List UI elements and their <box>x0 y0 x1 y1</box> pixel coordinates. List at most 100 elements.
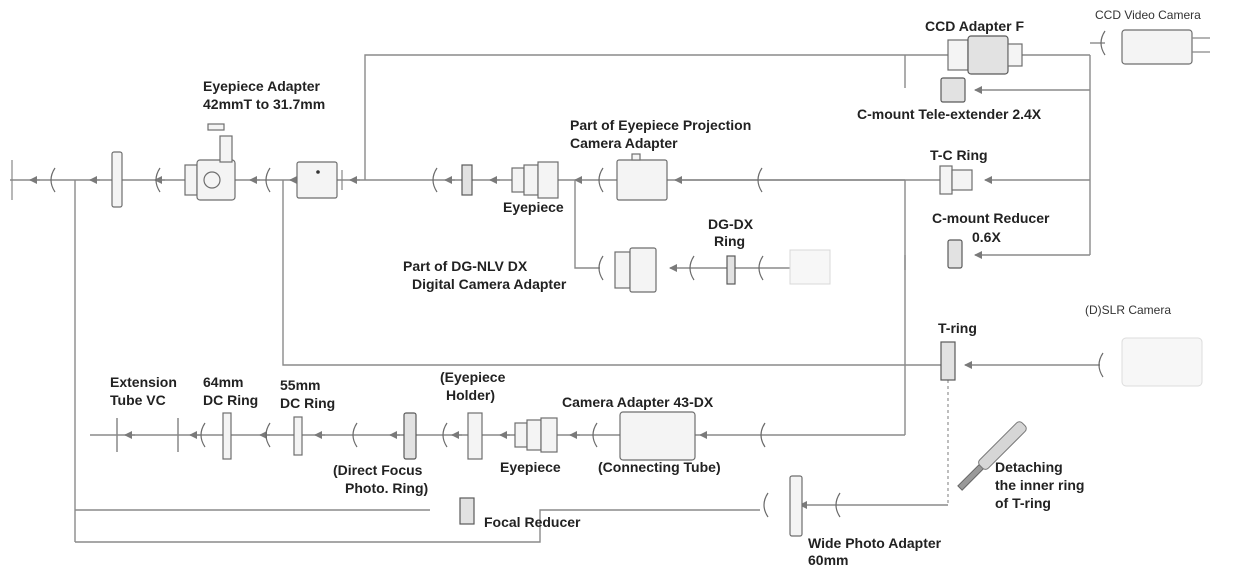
clip-icon <box>352 422 358 448</box>
eyepiece-holder-icon <box>467 412 483 460</box>
lower-eyepiece-body-icon <box>526 419 542 451</box>
clip-icon <box>432 167 438 193</box>
tele-extender-icon <box>940 77 966 103</box>
tc-ring-back-icon <box>939 165 953 195</box>
dc-ring-64-label-2: DC Ring <box>203 392 259 408</box>
visual-back-icon <box>111 151 123 208</box>
ccd-route-line <box>364 54 1090 180</box>
dc-ring-64-icon <box>222 412 232 460</box>
direct-focus-ring-icon <box>403 412 417 460</box>
dslr-camera-icon <box>1121 337 1203 387</box>
bayonet-symbols <box>50 30 1106 518</box>
clip-icon <box>265 167 271 193</box>
clip-icon <box>760 422 766 448</box>
clip-icon <box>835 492 841 518</box>
eyepiece-adapter-label-2: 42mmT to 31.7mm <box>203 96 326 112</box>
dg-dx-ring-label-2: Ring <box>714 233 746 249</box>
connecting-tube-icon <box>619 411 696 461</box>
screwdriver-icon <box>957 421 1027 491</box>
clip-icon <box>758 255 764 281</box>
ccd-video-camera-label: CCD Video Camera <box>1095 8 1201 22</box>
dg-branch-line <box>574 180 600 269</box>
dg-adapter-ring-icon <box>614 251 631 289</box>
clip-icon <box>763 492 769 518</box>
axis-arrows <box>29 176 580 439</box>
clip-icon <box>689 255 695 281</box>
extension-tube-label-2: Tube VC <box>110 392 166 408</box>
tc-ring-front-icon <box>951 169 973 191</box>
dg-dx-ring-icon <box>726 255 736 285</box>
detaching-label-2: the inner ring <box>995 477 1085 493</box>
adapter-screw-icon <box>316 170 320 174</box>
dslr-camera-label: (D)SLR Camera <box>1085 303 1172 317</box>
tc-ring-label: T-C Ring <box>930 147 988 163</box>
ccd-camera-icon <box>1121 29 1193 65</box>
adapter-ring-icon <box>184 164 198 196</box>
diagonal-cap-icon <box>207 123 225 131</box>
eyepiece-lens-icon <box>511 167 525 193</box>
eyepiece-projection-label-2: Camera Adapter <box>570 135 678 151</box>
detaching-label-1: Detaching <box>995 459 1063 475</box>
ccd-adapter-front-icon <box>1007 43 1023 67</box>
eyepiece-holder-label-1: (Eyepiece <box>440 369 506 385</box>
dg-dx-ring-label-1: DG-DX <box>708 216 754 232</box>
direct-focus-label-2: Photo. Ring) <box>345 480 429 496</box>
eyepiece-projection-label-1: Part of Eyepiece Projection <box>570 117 752 133</box>
ccd-adapter-back-icon <box>947 39 969 71</box>
tele-extender-label: C-mount Tele-extender 2.4X <box>857 106 1042 122</box>
clip-icon <box>442 422 448 448</box>
lower-eyepiece-top-icon <box>540 417 558 453</box>
diagonal-stem-icon <box>219 135 233 163</box>
lower-eyepiece-label: Eyepiece <box>500 459 561 475</box>
eyepiece-top-icon <box>537 161 559 199</box>
eyepiece-adapter-label-1: Eyepiece Adapter <box>203 78 320 94</box>
focal-reducer-icon <box>459 497 475 525</box>
clip-icon <box>1098 352 1104 378</box>
direct-focus-label-1: (Direct Focus <box>333 462 423 478</box>
eyepiece-holder-label-2: Holder) <box>446 387 495 403</box>
clip-icon <box>265 422 271 448</box>
wide-photo-adapter-icon <box>789 475 803 537</box>
lower-eyepiece-lens-icon <box>514 422 528 448</box>
c-mount-reducer-icon <box>947 239 963 269</box>
camera-adapter-43dx-label: Camera Adapter 43-DX <box>562 394 714 410</box>
projection-adapter-icon <box>616 159 668 201</box>
eyepiece-adapter-icon <box>296 161 338 199</box>
upper-eyepiece-label: Eyepiece <box>503 199 564 215</box>
clip-icon <box>50 167 56 193</box>
dc-ring-55-label-2: DC Ring <box>280 395 336 411</box>
clip-icon <box>592 422 598 448</box>
ccd-adapter-knurl-icon <box>967 35 1009 75</box>
connecting-tube-label: (Connecting Tube) <box>598 459 721 475</box>
dc-ring-55-label-1: 55mm <box>280 377 321 393</box>
wide-photo-label-1: Wide Photo Adapter <box>808 535 942 551</box>
dg-nlv-label-2: Digital Camera Adapter <box>412 276 567 292</box>
clip-icon <box>1100 30 1106 56</box>
dg-nlv-label-1: Part of DG-NLV DX <box>403 258 528 274</box>
c-mount-reducer-label-1: C-mount Reducer <box>932 210 1050 226</box>
dc-ring-55-icon <box>293 416 303 456</box>
dg-adapter-body-icon <box>629 247 657 293</box>
detaching-label-3: of T-ring <box>995 495 1051 511</box>
t-ring-label: T-ring <box>938 320 977 336</box>
c-mount-reducer-label-2: 0.6X <box>972 229 1001 245</box>
clip-icon <box>598 255 604 281</box>
focal-reducer-label: Focal Reducer <box>484 514 581 530</box>
dslr-route-line <box>282 180 950 366</box>
t-ring-icon <box>940 341 956 381</box>
wide-photo-label-2: 60mm <box>808 552 849 568</box>
wide-photo-line <box>75 509 760 543</box>
digital-camera-icon <box>789 249 831 285</box>
ccd-adapter-f-label: CCD Adapter F <box>925 18 1025 34</box>
clip-icon <box>155 167 161 193</box>
dc-ring-64-label-1: 64mm <box>203 374 244 390</box>
clip-icon <box>757 167 763 193</box>
barrel-ring-icon <box>461 164 473 196</box>
clip-icon <box>200 422 206 448</box>
diagonal-knob-icon <box>203 171 221 189</box>
projection-screw-icon <box>631 153 641 161</box>
extension-tube-label-1: Extension <box>110 374 177 390</box>
eyepiece-body-icon <box>523 164 539 196</box>
